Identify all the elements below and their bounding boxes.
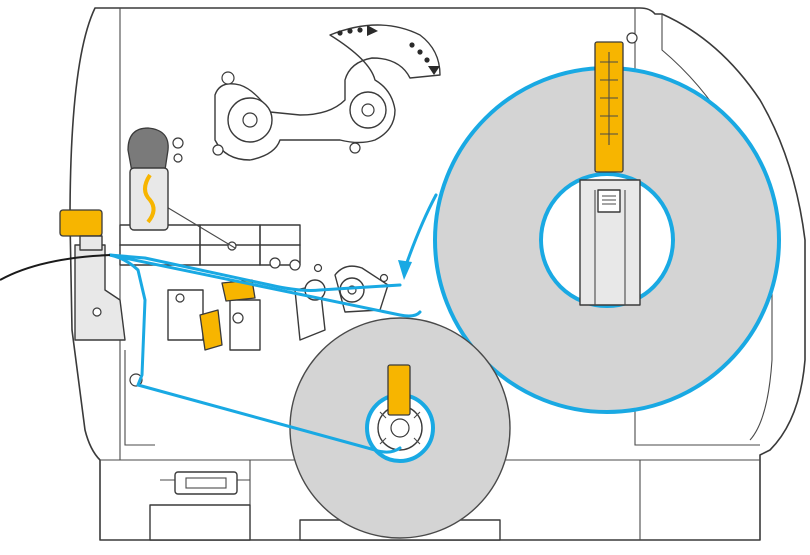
head-lever-knob: [127, 127, 169, 173]
mechanism-screw-icon: [175, 293, 185, 303]
base-slot-inner: [185, 477, 227, 489]
media-path-return: [108, 253, 422, 318]
print-mechanism: [59, 127, 389, 446]
mechanism-screw-icon: [232, 312, 244, 324]
media-guide-block: [74, 244, 126, 341]
adjuster-grip-lines: [600, 52, 618, 145]
mechanism-screw-icon: [313, 263, 323, 273]
media-path-line: [403, 193, 438, 270]
dancer-screw-icon: [349, 142, 361, 154]
head-lever-indicator: [143, 173, 156, 224]
supply-spindle-lines: [594, 190, 626, 305]
adjuster-stem: [79, 235, 103, 251]
media-path-threading: [108, 253, 402, 454]
dancer-arm: [212, 24, 441, 161]
media-exit-line: [0, 254, 111, 281]
frame-screw-icon: [626, 32, 638, 44]
sensor-block-right: [229, 299, 261, 351]
adjuster-icon: [387, 364, 411, 416]
mechanism-screw-icon: [173, 153, 183, 163]
dancer-pivot-right-center: [361, 103, 375, 117]
arrow-icon: [398, 260, 412, 280]
sensor-block: [167, 289, 204, 341]
dancer-screw-icon: [212, 144, 224, 156]
mechanism-screw-icon: [172, 137, 184, 149]
adjuster-icon: [199, 309, 223, 351]
take-up-hub-ribs: [379, 411, 421, 445]
rotation-arrow-icon: [337, 25, 440, 75]
mechanism-screw-icon: [289, 259, 301, 271]
printhead-divisions: [119, 224, 301, 266]
mechanism-screw-icon: [92, 307, 102, 317]
supply-spindle-clip: [597, 189, 621, 213]
dancer-screw-icon: [221, 71, 235, 85]
take-up-spindle: [289, 317, 511, 539]
adjuster-icon: [59, 209, 103, 237]
base-panel: [149, 504, 251, 541]
mechanism-screw-icon: [269, 257, 281, 269]
base-slot: [174, 471, 238, 495]
lower-bracket: [124, 350, 155, 446]
supply-roll: [433, 41, 781, 414]
supply-spindle-clip-lines: [602, 195, 616, 205]
take-up-center-icon: [390, 418, 410, 438]
frame-outline: [69, 7, 806, 541]
media-path: [0, 193, 438, 454]
mechanism-screw-icon: [379, 273, 389, 283]
dancer-pivot-left-center: [242, 112, 258, 128]
